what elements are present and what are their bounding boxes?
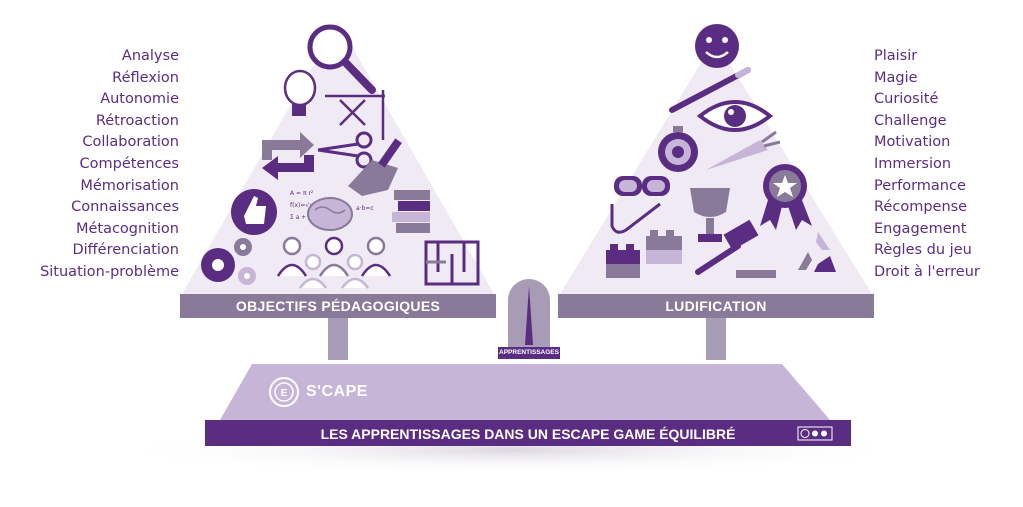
license-badge-icon [797, 426, 833, 441]
left-plate-label: OBJECTIFS PÉDAGOGIQUES [235, 298, 441, 314]
formula-icon: A = π r² f(x)=√x Σ a + b a·b=c [290, 190, 374, 221]
brand-mark: E [281, 388, 288, 399]
trophy-icon [690, 188, 730, 242]
left-keyword: Compétences [79, 155, 180, 172]
eye-icon [696, 100, 774, 132]
right-plate-label: LUDIFICATION [665, 298, 767, 314]
left-keyword: Situation-problème [40, 263, 179, 280]
handshake-icon [348, 138, 402, 196]
left-keyword: Analyse [121, 48, 179, 64]
left-keyword: Rétroaction [95, 112, 179, 129]
left-keyword: Différenciation [72, 242, 179, 259]
stopwatch-icon [658, 126, 698, 172]
right-keyword: Règles du jeu [874, 242, 972, 259]
left-plate-post [328, 318, 348, 360]
right-keyword: Motivation [874, 134, 951, 151]
brain-icon [307, 197, 353, 231]
arrows-icon [262, 132, 314, 180]
lightbulb-icon [283, 69, 317, 116]
people-icon [276, 236, 392, 289]
pivot-label: APPRENTISSAGES [499, 349, 559, 356]
svg-text:A = π r²: A = π r² [290, 190, 314, 197]
left-keyword: Collaboration [82, 134, 179, 151]
right-plate [558, 294, 874, 318]
svg-text:a·b=c: a·b=c [356, 205, 374, 212]
right-keyword: Engagement [874, 220, 967, 237]
left-keyword: Métacognition [75, 220, 179, 237]
right-keyword: Curiosité [874, 91, 939, 108]
books-icon [392, 190, 430, 233]
scale-base [220, 364, 830, 420]
right-keyword: Récompense [874, 199, 968, 216]
medal-icon [760, 164, 812, 230]
left-keyword: Mémorisation [80, 177, 179, 194]
scissors-icon [317, 131, 373, 169]
left-keyword: Réflexion [112, 69, 179, 86]
right-keyword: Immersion [874, 155, 952, 172]
right-keyword: Droit à l'erreur [874, 263, 980, 280]
bottom-title: LES APPRENTISSAGES DANS UN ESCAPE GAME É… [320, 426, 736, 442]
left-keyword: Autonomie [100, 91, 179, 108]
right-keyword: Challenge [874, 112, 947, 129]
goggles-icon [610, 176, 670, 234]
magnifier-icon [307, 24, 376, 94]
magic-wand-icon [669, 67, 751, 113]
pivot-needle [525, 286, 533, 345]
maze-icon [424, 240, 480, 286]
recycle-icon [798, 232, 836, 272]
left-keyword-list: Analyse Réflexion Autonomie Rétroaction … [40, 46, 179, 284]
right-keyword: Magie [874, 69, 918, 86]
left-plate [180, 294, 496, 318]
left-keyword: Connaissances [71, 199, 179, 216]
gavel-icon [695, 219, 776, 278]
right-plate-post [706, 318, 726, 360]
right-keyword: Performance [874, 177, 966, 194]
pivot-label-bg [498, 347, 560, 359]
thumbs-up-icon [231, 189, 277, 235]
right-keyword-list: Plaisir Magie Curiosité Challenge Motiva… [874, 46, 980, 284]
right-pyramid [560, 40, 872, 294]
gears-icon [201, 238, 256, 285]
brand-name: S'CAPE [306, 383, 368, 400]
marionette-icon [325, 90, 385, 140]
carrot-icon [706, 130, 781, 170]
smiley-icon [695, 24, 739, 68]
svg-text:Σ a + b: Σ a + b [290, 214, 312, 221]
scale-base-bottom [205, 420, 851, 446]
right-keyword: Plaisir [874, 48, 918, 64]
svg-text:f(x)=√x: f(x)=√x [290, 202, 313, 209]
lego-bricks-icon [606, 230, 682, 278]
brand-logo-icon [269, 377, 299, 407]
